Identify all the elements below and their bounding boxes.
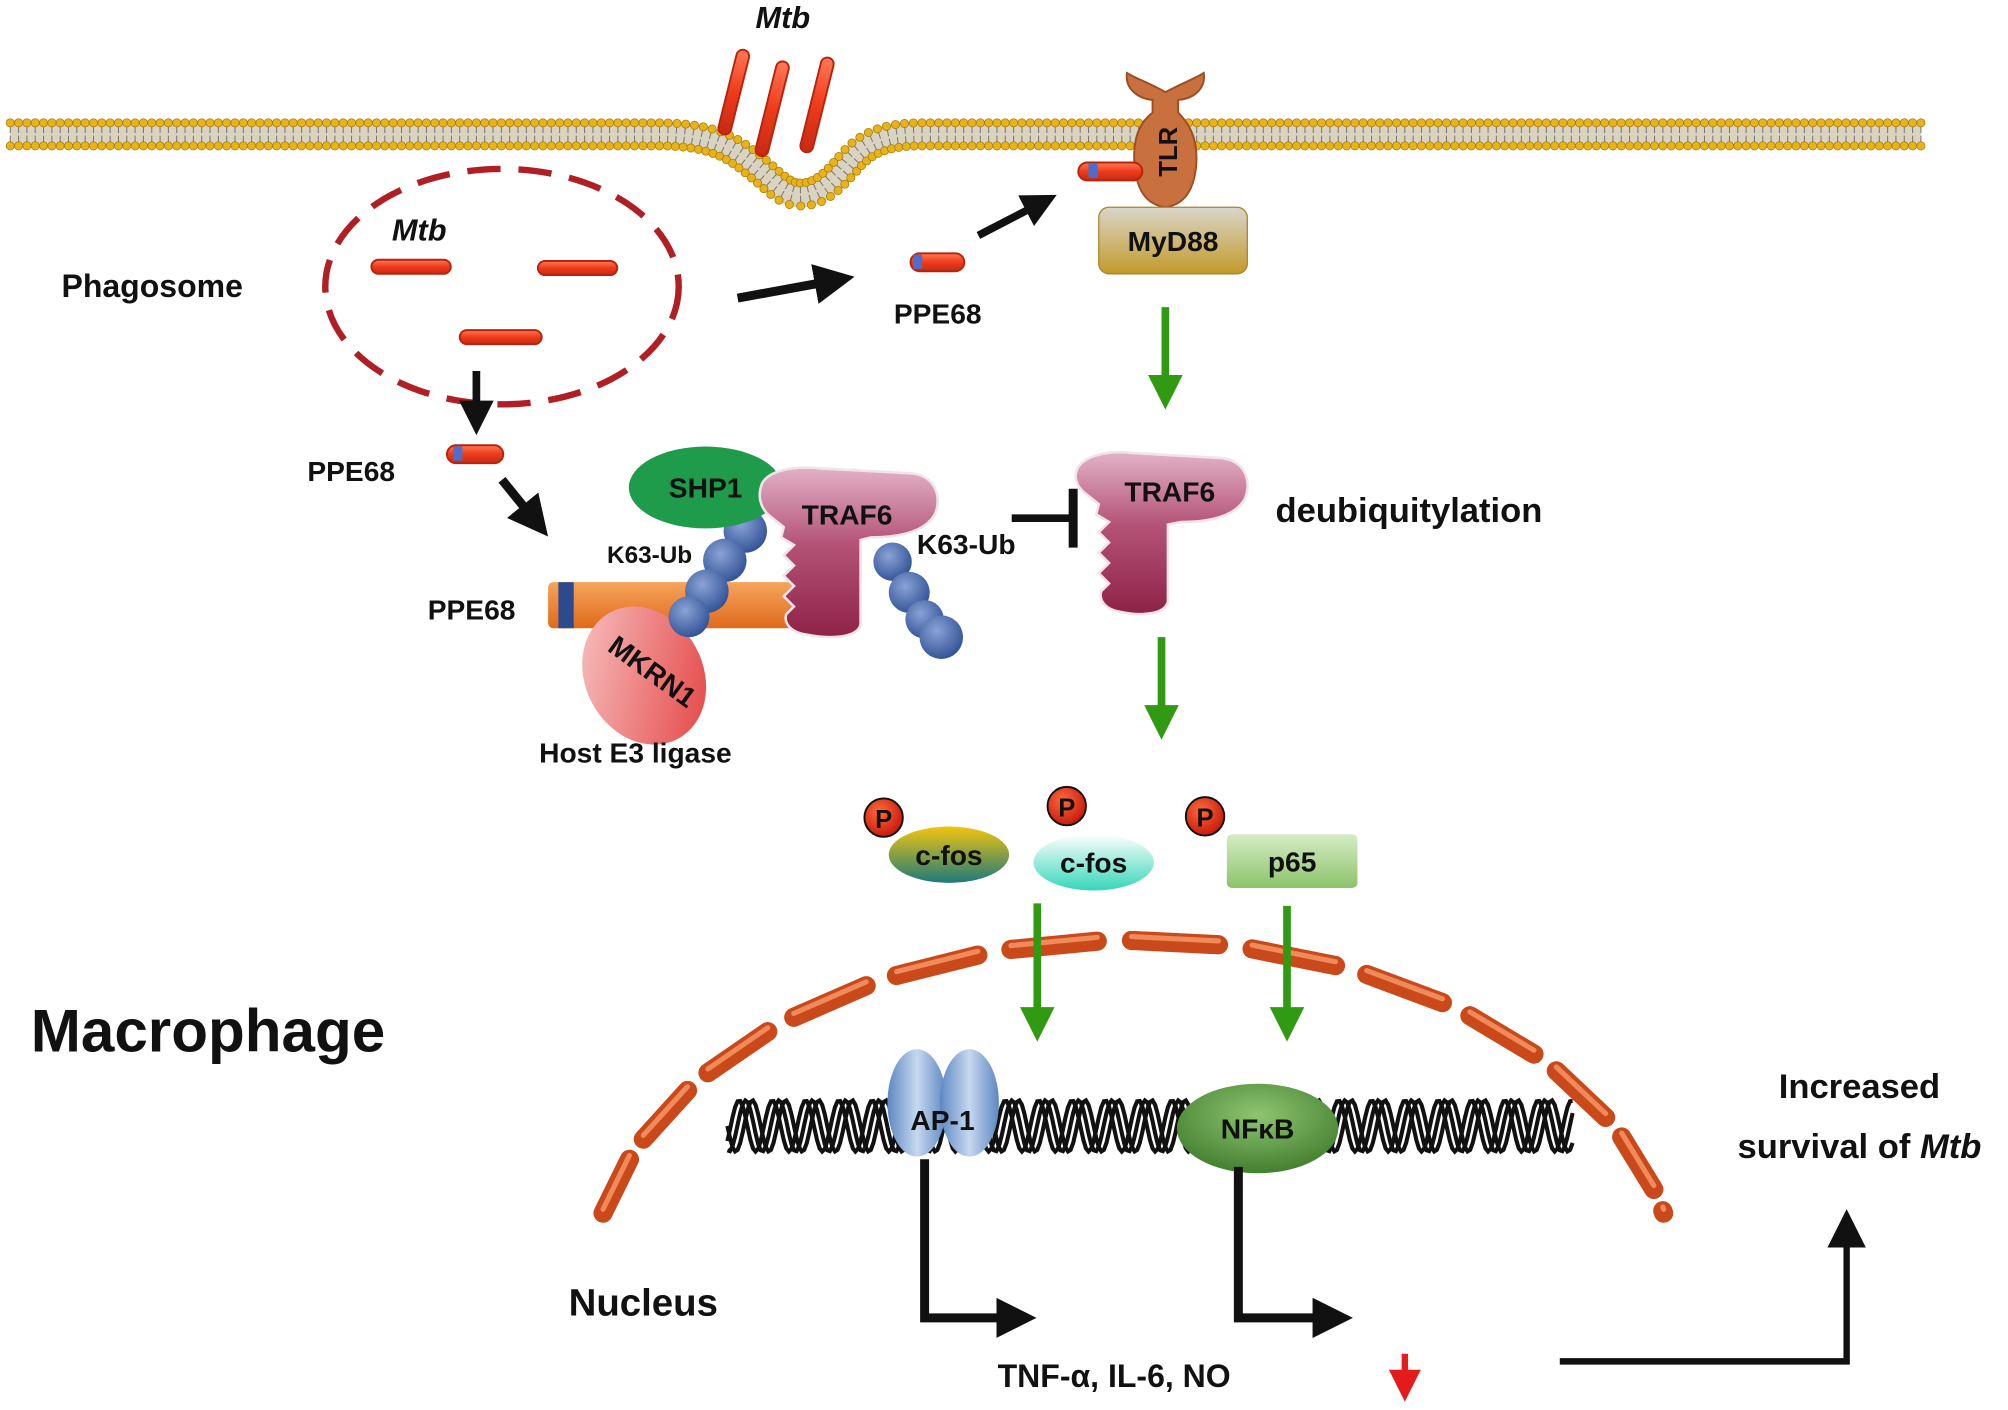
traf6-free bbox=[1074, 451, 1249, 616]
phospho-mark-1 bbox=[863, 797, 904, 838]
host-e3-label: Host E3 ligase bbox=[539, 738, 732, 769]
survival-text: survival of bbox=[1737, 1128, 1919, 1166]
increased-label-line1: Increased bbox=[1779, 1068, 1940, 1106]
increased-label-line2: survival of Mtb bbox=[1737, 1128, 1981, 1166]
ppe68-protein-right bbox=[909, 252, 966, 273]
p65-label: p65 bbox=[1268, 846, 1317, 877]
cfos-phosphorylated-2 bbox=[1033, 785, 1154, 891]
tlr-receptor bbox=[1125, 71, 1205, 209]
shp1-phosphatase bbox=[628, 446, 783, 529]
arrow-phagosome-to-ppe68-right bbox=[736, 264, 855, 304]
mtb-label-phagosome: Mtb bbox=[392, 213, 447, 248]
traf6-bound bbox=[758, 466, 939, 639]
phagosome-label: Phagosome bbox=[61, 268, 242, 304]
phagosome bbox=[322, 165, 682, 408]
traf6-label-free: TRAF6 bbox=[1124, 477, 1215, 508]
phospho-label-1: P bbox=[875, 806, 892, 834]
mkrn1-ligase bbox=[582, 606, 707, 745]
ppe68-label-left: PPE68 bbox=[307, 456, 395, 487]
tlr-label: TLR bbox=[1155, 127, 1183, 177]
nuclear-envelope bbox=[593, 930, 1674, 1223]
ppe68-label-right: PPE68 bbox=[894, 299, 982, 330]
arrow-ap1-output bbox=[920, 1159, 1037, 1339]
phospho-label-2: P bbox=[1058, 794, 1075, 822]
arrow-ppe68-to-tlr bbox=[976, 194, 1057, 239]
phospho-label-3: P bbox=[1197, 805, 1214, 833]
cell-membrane bbox=[5, 118, 1926, 211]
nfkb-complex bbox=[1176, 1083, 1339, 1174]
traf6-label-complex: TRAF6 bbox=[802, 500, 893, 531]
myd88-label: MyD88 bbox=[1128, 226, 1219, 257]
ubiquitin-chain-right bbox=[873, 542, 964, 659]
inhibition-arrow bbox=[1011, 488, 1078, 548]
ppe68-label-complex: PPE68 bbox=[428, 594, 516, 625]
deubiquitylation-label: deubiquitylation bbox=[1275, 492, 1542, 530]
phospho-mark-3 bbox=[1184, 796, 1226, 837]
p65-phosphorylated bbox=[1184, 796, 1358, 888]
macrophage-label: Macrophage bbox=[31, 998, 385, 1065]
ppe68-protein-left bbox=[445, 444, 505, 465]
cfos-label-2: c-fos bbox=[1060, 848, 1127, 879]
phospho-mark-2 bbox=[1046, 785, 1087, 827]
cfos-phosphorylated-1 bbox=[863, 797, 1010, 883]
ppe68-bound-tlr bbox=[1077, 161, 1144, 182]
k63ub-label-left: K63-Ub bbox=[607, 542, 692, 569]
arrow-nfkb-output bbox=[1233, 1166, 1353, 1339]
cfos-label-1: c-fos bbox=[915, 840, 982, 871]
mtb-bacteria-phagosome bbox=[370, 258, 619, 346]
arrow-ppe68-to-complex bbox=[498, 476, 549, 537]
survival-mtb-text: Mtb bbox=[1920, 1128, 1981, 1166]
mtb-label-top: Mtb bbox=[756, 0, 811, 35]
dna-helix bbox=[725, 1097, 1575, 1155]
nucleus-label: Nucleus bbox=[569, 1281, 718, 1324]
mtb-bacteria-extracellular bbox=[717, 48, 835, 158]
cytokines-label: TNF-α, IL-6, NO bbox=[998, 1358, 1231, 1394]
ap1-complex bbox=[887, 1049, 999, 1157]
myd88-box bbox=[1098, 206, 1248, 275]
ap1-label: AP-1 bbox=[910, 1105, 974, 1136]
shp1-label: SHP1 bbox=[669, 473, 743, 504]
nfkb-label: NFκB bbox=[1221, 1114, 1295, 1145]
k63ub-label-right: K63-Ub bbox=[917, 529, 1016, 560]
arrow-to-survival bbox=[1559, 1209, 1866, 1365]
